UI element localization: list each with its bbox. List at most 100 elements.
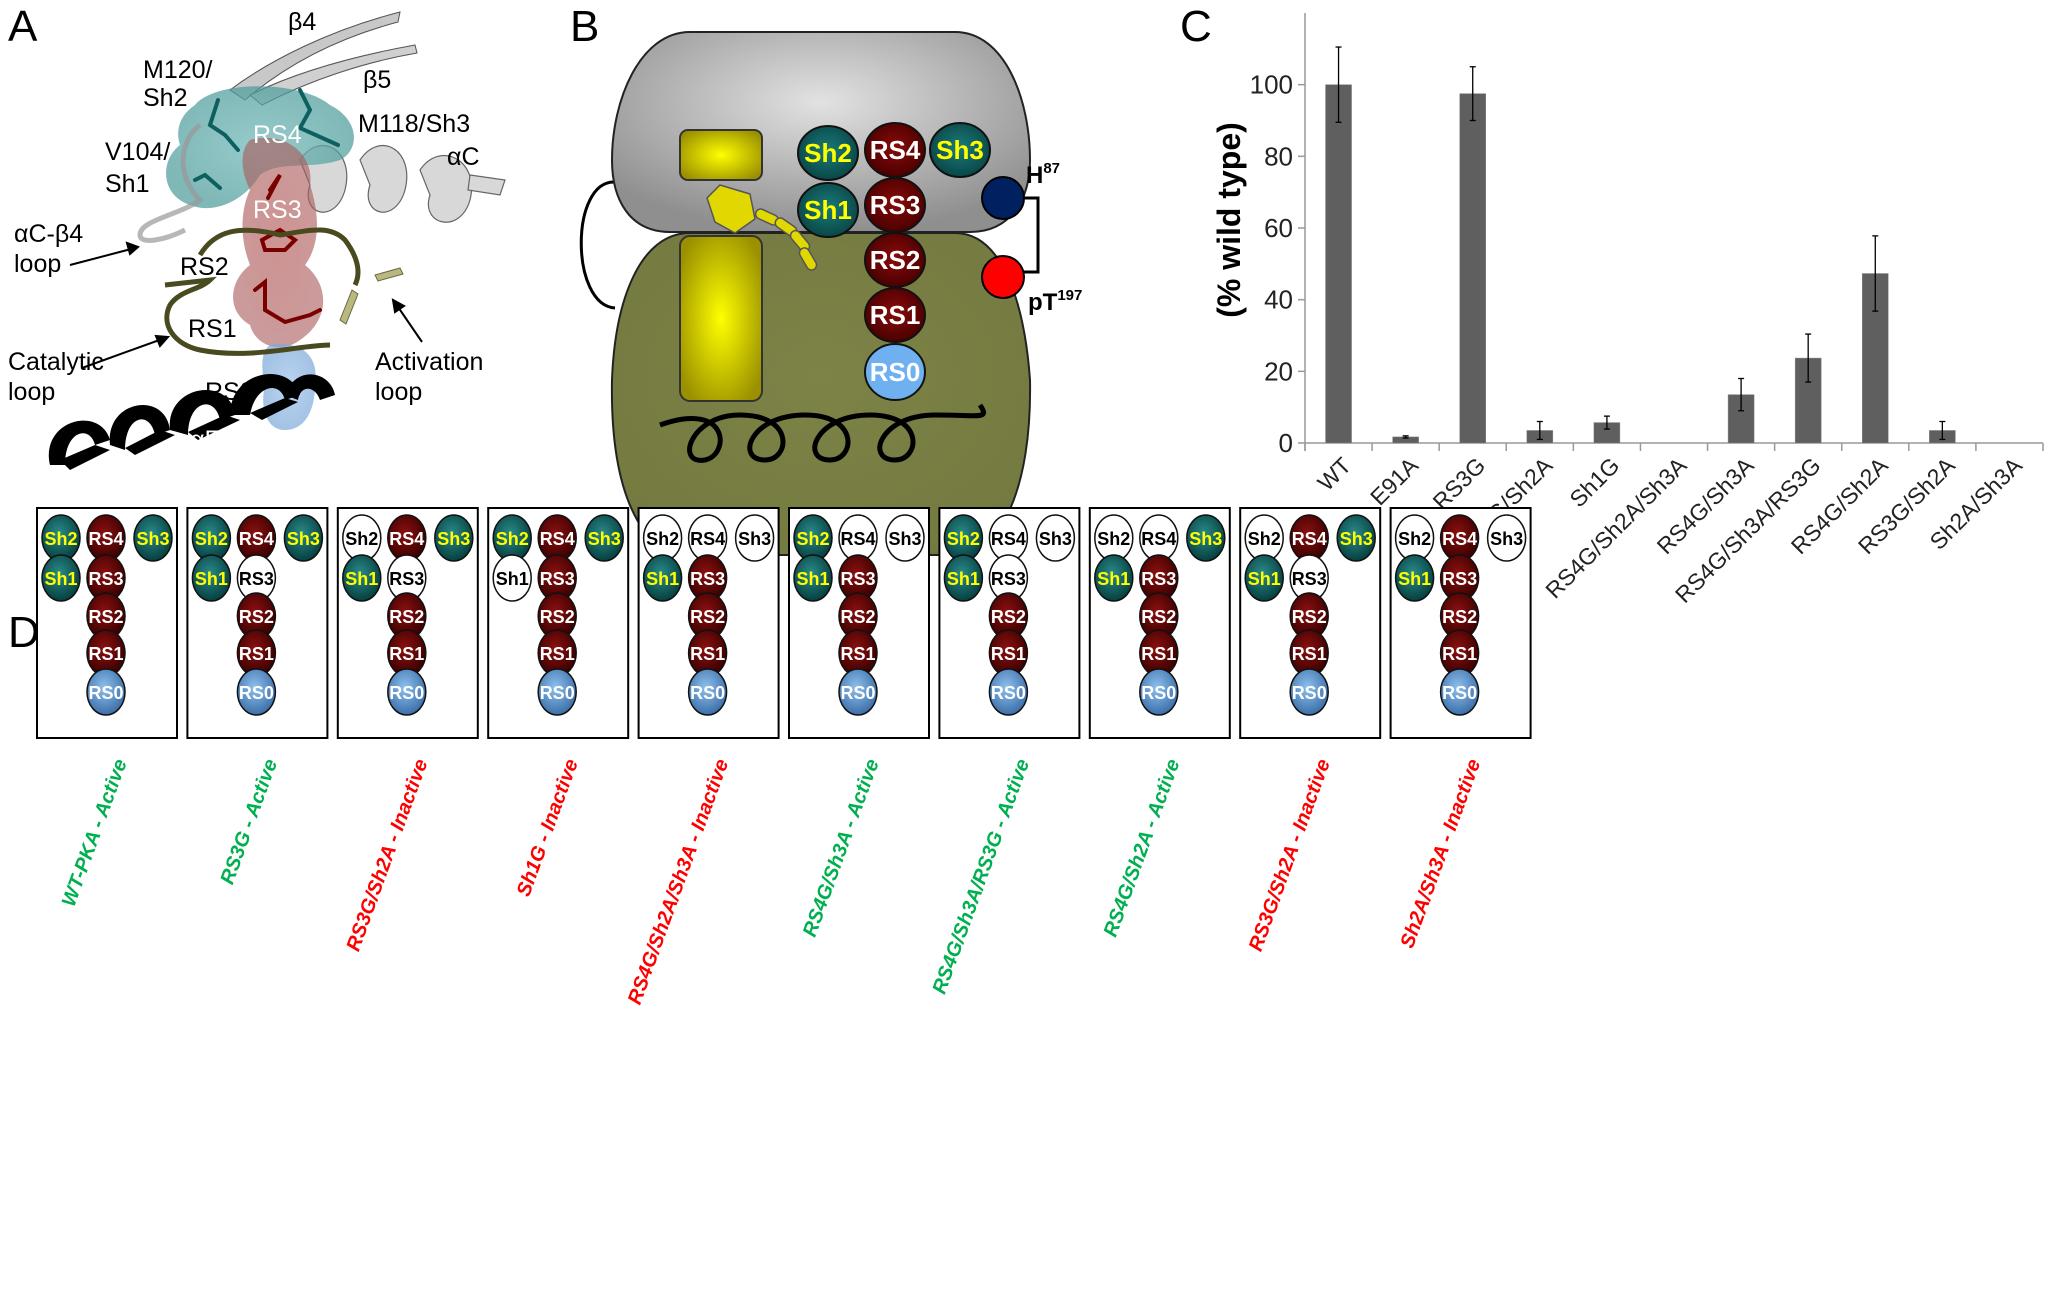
label-beta4: β4 bbox=[288, 8, 316, 36]
node-sh1-present bbox=[41, 554, 81, 602]
node-sh1-label: Sh1 bbox=[1398, 569, 1431, 589]
catalytic-loop bbox=[164, 227, 361, 356]
node-sh1-present bbox=[342, 554, 382, 602]
node-sh2-label: Sh2 bbox=[1248, 529, 1281, 549]
mutant-status-label: RS3G/Sh2A - Inactive bbox=[343, 756, 433, 954]
node-rs1-label: RS1 bbox=[540, 644, 575, 664]
label-rs4: RS4 bbox=[253, 121, 302, 149]
label-m120-sh2: Sh2 bbox=[143, 84, 187, 112]
node-rs1-label: RS1 bbox=[991, 644, 1026, 664]
label-ac-b4-loop-2: loop bbox=[14, 250, 61, 278]
node-sh2-label: Sh2 bbox=[496, 529, 529, 549]
label-rs0: RS0 bbox=[205, 378, 254, 406]
ribose-ring bbox=[706, 184, 756, 234]
node-rs4-label: RS4 bbox=[1442, 529, 1477, 549]
label-v104: V104/ bbox=[105, 138, 170, 166]
node-sh1-label: Sh1 bbox=[496, 569, 529, 589]
panel-c-letter: C bbox=[1180, 2, 1212, 51]
panel-a-structure: β4 β5 M120/ Sh2 M118/Sh3 αC V104/ Sh1 αC… bbox=[8, 8, 506, 470]
node-sh1-label: Sh1 bbox=[1097, 569, 1130, 589]
node-rs0-label: RS0 bbox=[88, 683, 123, 703]
node-sh1-label: Sh1 bbox=[195, 569, 228, 589]
node-sh1-present bbox=[1394, 554, 1435, 602]
node-rs0-present bbox=[1439, 668, 1480, 716]
label-v104-sh1: Sh1 bbox=[105, 170, 149, 198]
label-alpha-f: αF bbox=[190, 426, 220, 454]
node-rs1-label: RS1 bbox=[239, 644, 274, 664]
node-sh3-label: Sh3 bbox=[738, 529, 771, 549]
y-tick-label: 100 bbox=[1250, 70, 1293, 100]
chart-bars bbox=[1325, 84, 1956, 444]
node-sh1-label: Sh1 bbox=[345, 569, 378, 589]
node-sh2-label: Sh2 bbox=[345, 529, 378, 549]
y-axis-label: (% wild type) bbox=[1211, 122, 1247, 318]
node-rs1-label: RS1 bbox=[389, 644, 424, 664]
node-rs4-label: RS4 bbox=[540, 529, 575, 549]
node-rs0-present bbox=[86, 668, 126, 716]
node-sh2-label: Sh2 bbox=[195, 529, 228, 549]
panel-d-letter: D bbox=[8, 608, 40, 657]
node-sh1-label: Sh1 bbox=[646, 569, 679, 589]
node-rs1-label: RS1 bbox=[88, 644, 123, 664]
mutant-status-label: RS3G/Sh2A - Inactive bbox=[1245, 756, 1335, 954]
mutant-status-label: RS4G/Sh2A - Active bbox=[1100, 756, 1185, 940]
node-rs0-label: RS0 bbox=[1292, 683, 1327, 703]
mutant-status-label: Sh1G - Inactive bbox=[513, 756, 583, 899]
node-rs3-label: RS3 bbox=[1141, 569, 1176, 589]
node-rs0-present bbox=[988, 668, 1029, 716]
node-rs0-label: RS0 bbox=[991, 683, 1026, 703]
node-sh3-label: Sh3 bbox=[1340, 529, 1373, 549]
node-rs0-label: RS0 bbox=[1442, 683, 1477, 703]
y-tick-label: 0 bbox=[1279, 428, 1293, 458]
node-sh1-present bbox=[642, 554, 683, 602]
node-sh1-label: Sh1 bbox=[44, 569, 77, 589]
node-rs1-label: RS1 bbox=[1141, 644, 1176, 664]
node-sh3-label: Sh3 bbox=[588, 529, 621, 549]
node-rs1-label: RS1 bbox=[870, 300, 921, 330]
node-rs3-label: RS3 bbox=[870, 190, 921, 220]
c-lobe-ligand bbox=[679, 235, 763, 402]
node-sh2 bbox=[797, 125, 859, 181]
node-sh1-present bbox=[793, 554, 833, 602]
label-rs1: RS1 bbox=[188, 315, 237, 343]
mutant-status-label: RS4G/Sh3A/RS3G - Active bbox=[929, 756, 1035, 997]
node-sh3-label: Sh3 bbox=[1039, 529, 1072, 549]
node-sh3-present bbox=[584, 514, 624, 562]
node-sh2-label: Sh2 bbox=[947, 529, 980, 549]
mutant-status-label: Sh2A/Sh3A - Inactive bbox=[1396, 756, 1485, 951]
label-beta5: β5 bbox=[363, 66, 391, 94]
node-sh3-mutated bbox=[1035, 514, 1076, 562]
node-rs4-label: RS4 bbox=[239, 529, 274, 549]
pt197-residue bbox=[981, 255, 1025, 299]
node-rs2-label: RS2 bbox=[991, 607, 1026, 627]
adenine-pocket-ligand bbox=[679, 129, 763, 181]
y-tick-label: 80 bbox=[1264, 141, 1293, 171]
node-rs0-present bbox=[236, 668, 277, 716]
label-activation-loop-1: Activation bbox=[375, 348, 483, 376]
node-sh2-label: Sh2 bbox=[1398, 529, 1431, 549]
node-sh1-label: Sh1 bbox=[1248, 569, 1281, 589]
node-sh3-mutated bbox=[885, 514, 925, 562]
node-sh3-present bbox=[133, 514, 173, 562]
node-sh1-present bbox=[191, 554, 232, 602]
node-sh1-label: Sh1 bbox=[947, 569, 980, 589]
node-sh1-present bbox=[1094, 554, 1134, 602]
shell-sidechains bbox=[193, 88, 340, 190]
chart-axes bbox=[1298, 13, 2044, 451]
node-sh3-label: Sh3 bbox=[287, 529, 320, 549]
node-rs4-label: RS4 bbox=[88, 529, 123, 549]
node-rs4-label: RS4 bbox=[870, 135, 921, 165]
node-rs0-present bbox=[387, 668, 427, 716]
node-rs2-label: RS2 bbox=[1442, 607, 1477, 627]
node-rs2-label: RS2 bbox=[88, 607, 123, 627]
h87-label: H87 bbox=[1026, 160, 1060, 189]
node-sh1 bbox=[797, 182, 859, 238]
